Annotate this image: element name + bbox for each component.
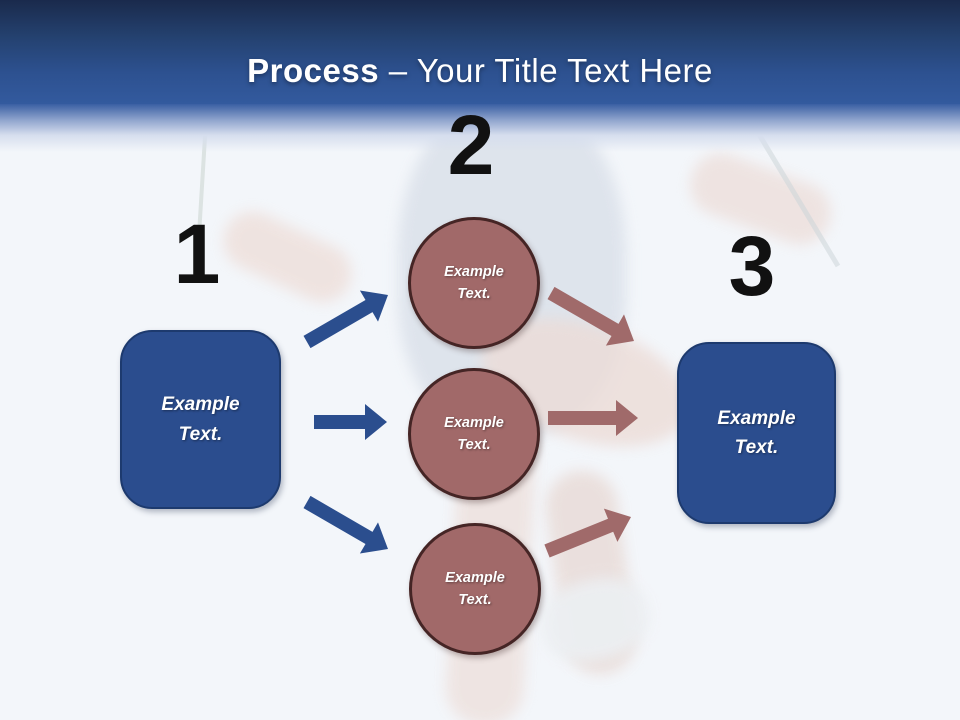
process-box-left: Example Text. [120,330,281,509]
step-number-3: 3 [728,219,776,313]
process-circle-middle: Example Text. [408,368,540,500]
process-box-left-label: Example Text. [161,394,240,445]
process-circle-middle-label: Example Text. [444,414,504,453]
connector-arrow-red-middle [548,400,638,436]
title-bar [0,0,960,104]
title-rest: Your Title Text Here [416,52,713,89]
process-circle-top: Example Text. [408,217,540,349]
connector-arrow-red-top [547,286,634,346]
title-lead: Process [247,52,380,89]
slide-title: Process – Your Title Text Here [0,52,960,90]
connector-arrow-blue-top [303,290,388,349]
process-box-right-label: Example Text. [717,407,796,458]
connector-arrow-blue-middle [314,404,387,440]
bg-figure-shoe [531,567,659,673]
process-box-right: Example Text. [677,342,836,524]
bg-figure-calf [541,465,641,680]
bg-figure-left-arm [214,202,361,312]
title-dash: – [388,52,408,89]
connector-arrow-blue-bottom [303,495,388,554]
process-circle-bottom: Example Text. [409,523,541,655]
connector-arrow-red-bottom [544,508,631,558]
step-number-1: 1 [173,207,221,301]
process-circle-top-label: Example Text. [444,263,504,302]
step-number-2: 2 [447,98,495,192]
process-circle-bottom-label: Example Text. [445,569,505,608]
